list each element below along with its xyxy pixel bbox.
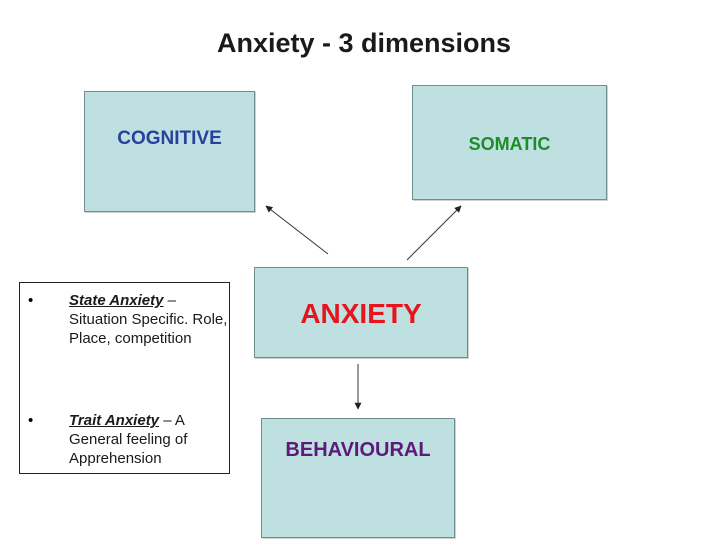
note-term: Trait Anxiety: [69, 412, 160, 429]
anxiety-label: ANXIETY: [300, 298, 422, 329]
note-text: Trait Anxiety – A General feeling of App…: [69, 411, 229, 468]
cognitive-box: COGNITIVE: [84, 91, 255, 212]
diagram-title: Anxiety - 3 dimensions: [216, 28, 512, 58]
note-text: State Anxiety – Situation Specific. Role…: [69, 291, 229, 348]
anxiety-box: ANXIETY: [254, 267, 468, 358]
somatic-box: SOMATIC: [412, 85, 607, 200]
arrow-to-cognitive: [265, 205, 329, 255]
somatic-label: SOMATIC: [468, 134, 551, 154]
bullet: •: [28, 412, 34, 429]
anxiety-types-notes: • State Anxiety – Situation Specific. Ro…: [19, 282, 230, 474]
bullet: •: [28, 292, 34, 309]
arrow-to-somatic: [406, 205, 462, 261]
behavioural-box: BEHAVIOURAL: [261, 418, 455, 538]
behavioural-label: BEHAVIOURAL: [285, 439, 431, 461]
note-description: – A General feeling of Apprehension: [69, 412, 188, 467]
note-description: – Situation Specific. Role, Place, compe…: [69, 292, 228, 347]
note-term: State Anxiety: [69, 292, 164, 309]
cognitive-label: COGNITIVE: [117, 128, 222, 149]
